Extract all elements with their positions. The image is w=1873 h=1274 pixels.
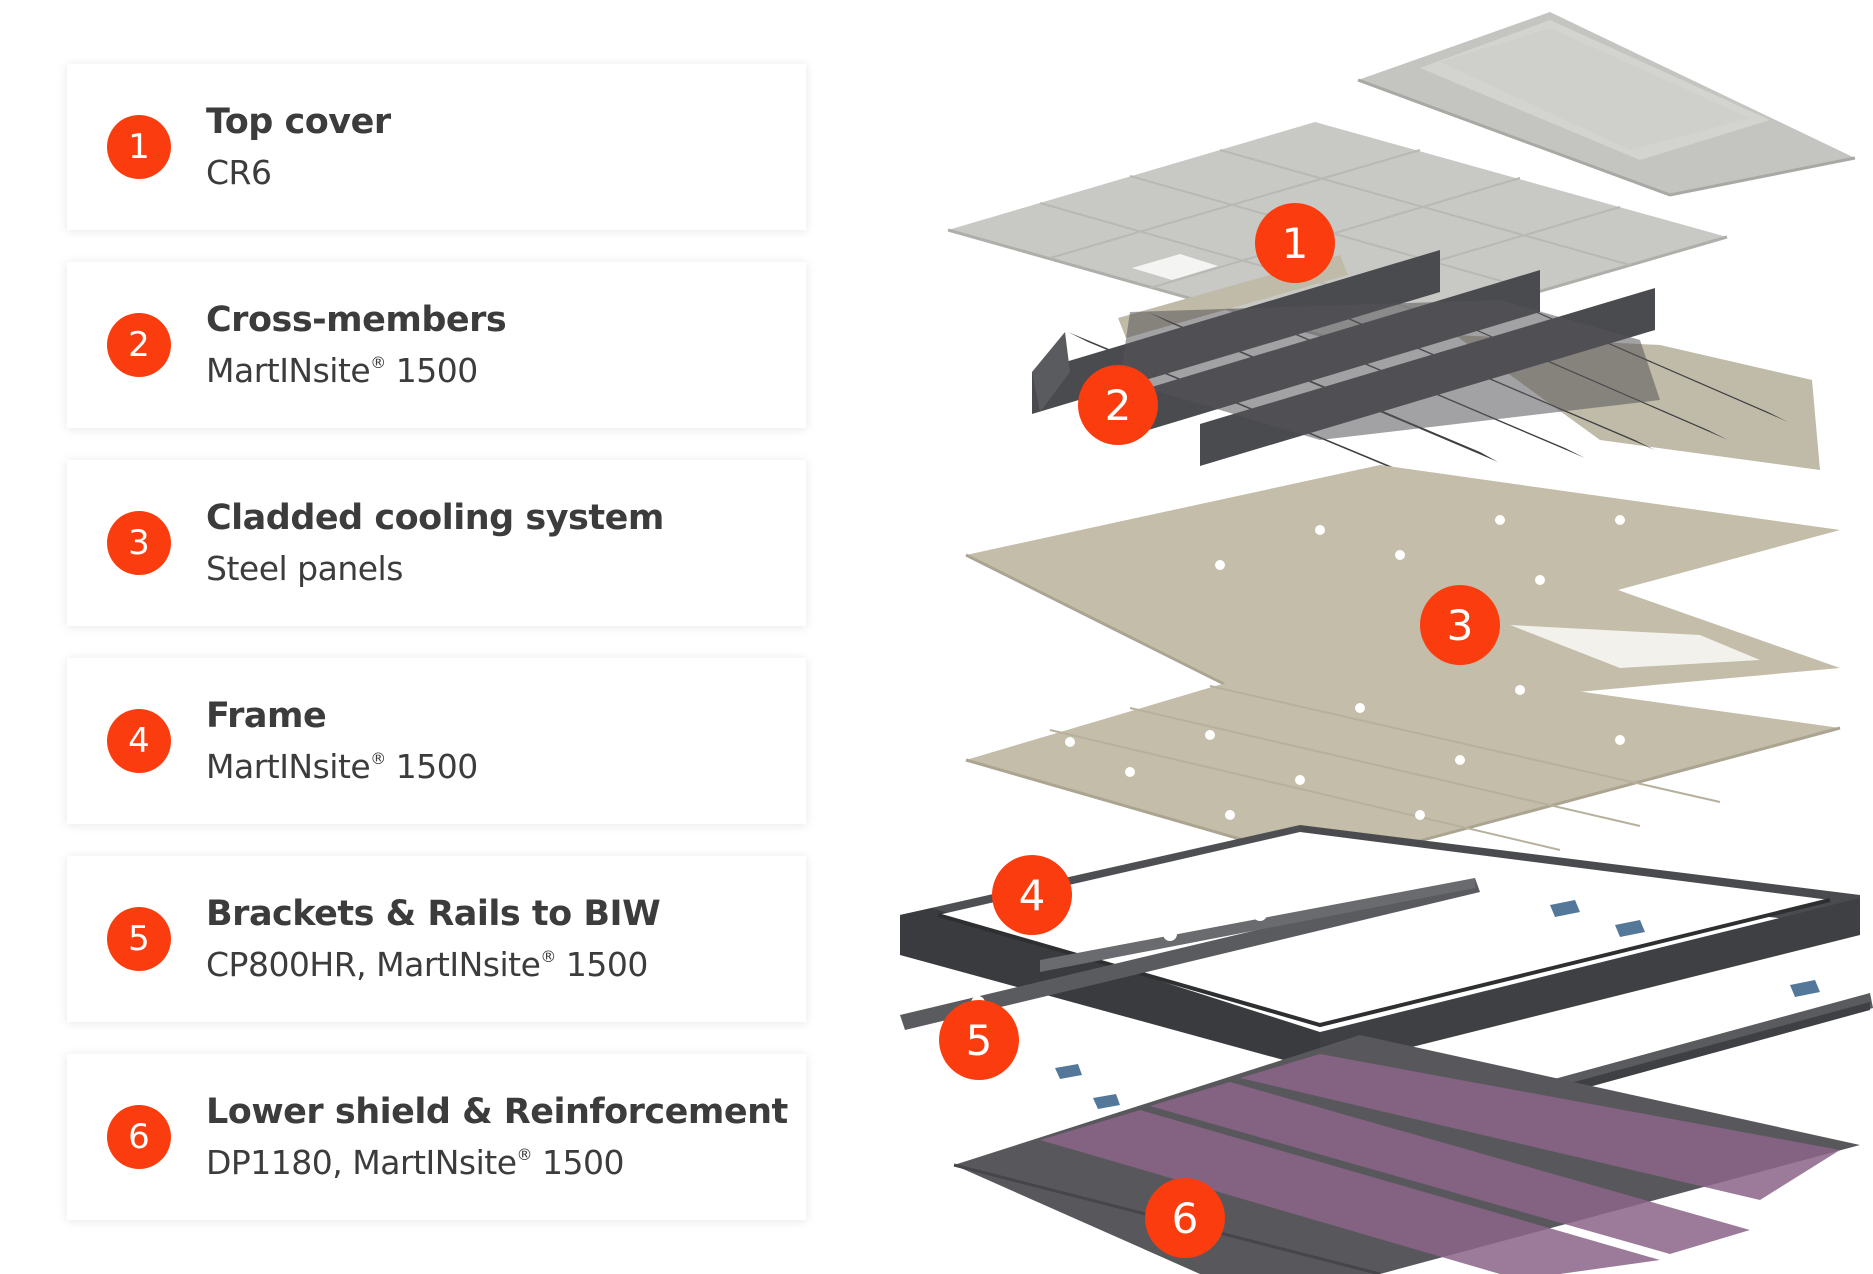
callout-4-label: 4 [1019,871,1046,920]
legend-title: Cladded cooling system [206,498,664,538]
legend-card-top-cover: 1 Top cover CR6 [67,64,806,230]
legend-subtitle: MartINsite® 1500 [206,747,478,786]
legend-card-cooling-system: 3 Cladded cooling system Steel panels [67,460,806,626]
legend-badge: 5 [107,907,171,971]
top-bump-cover [1357,12,1856,197]
callout-2: 2 [1078,365,1158,445]
legend-badge: 4 [107,709,171,773]
callout-3: 3 [1420,585,1500,665]
legend-title: Brackets & Rails to BIW [206,894,661,934]
lower-shield [953,1035,1860,1274]
legend-badge: 2 [107,313,171,377]
legend-subtitle: MartINsite® 1500 [206,351,478,390]
callout-1-label: 1 [1282,219,1309,268]
callout-4: 4 [992,855,1072,935]
callout-5-label: 5 [966,1016,993,1065]
legend-subtitle: DP1180, MartINsite® 1500 [206,1143,624,1182]
callout-6: 6 [1145,1178,1225,1258]
cross-members [1032,250,1820,480]
legend-subtitle: Steel panels [206,549,403,588]
legend-card-cross-members: 2 Cross-members MartINsite® 1500 [67,262,806,428]
exploded-battery-pack-diagram: 1 2 3 4 5 6 [900,12,1873,1274]
legend-title: Top cover [206,102,391,142]
legend-subtitle: CR6 [206,153,272,192]
callout-5: 5 [939,1000,1019,1080]
legend-subtitle: CP800HR, MartINsite® 1500 [206,945,648,984]
cooling-panel-lower [965,655,1841,867]
legend-badge: 6 [107,1105,171,1169]
battery-frame [900,825,1860,1070]
legend-badge: 1 [107,115,171,179]
callout-3-label: 3 [1447,601,1474,650]
callout-6-label: 6 [1172,1194,1199,1243]
legend-card-brackets-rails: 5 Brackets & Rails to BIW CP800HR, MartI… [67,856,806,1022]
legend-title: Lower shield & Reinforcement [206,1092,788,1132]
legend-card-lower-shield: 6 Lower shield & Reinforcement DP1180, M… [67,1054,806,1220]
cooling-panel-upper [965,465,1840,739]
callout-2-label: 2 [1105,381,1132,430]
legend-title: Cross-members [206,300,507,340]
legend-card-frame: 4 Frame MartINsite® 1500 [67,658,806,824]
legend-badge: 3 [107,511,171,575]
legend-title: Frame [206,696,327,736]
callout-1: 1 [1255,203,1335,283]
